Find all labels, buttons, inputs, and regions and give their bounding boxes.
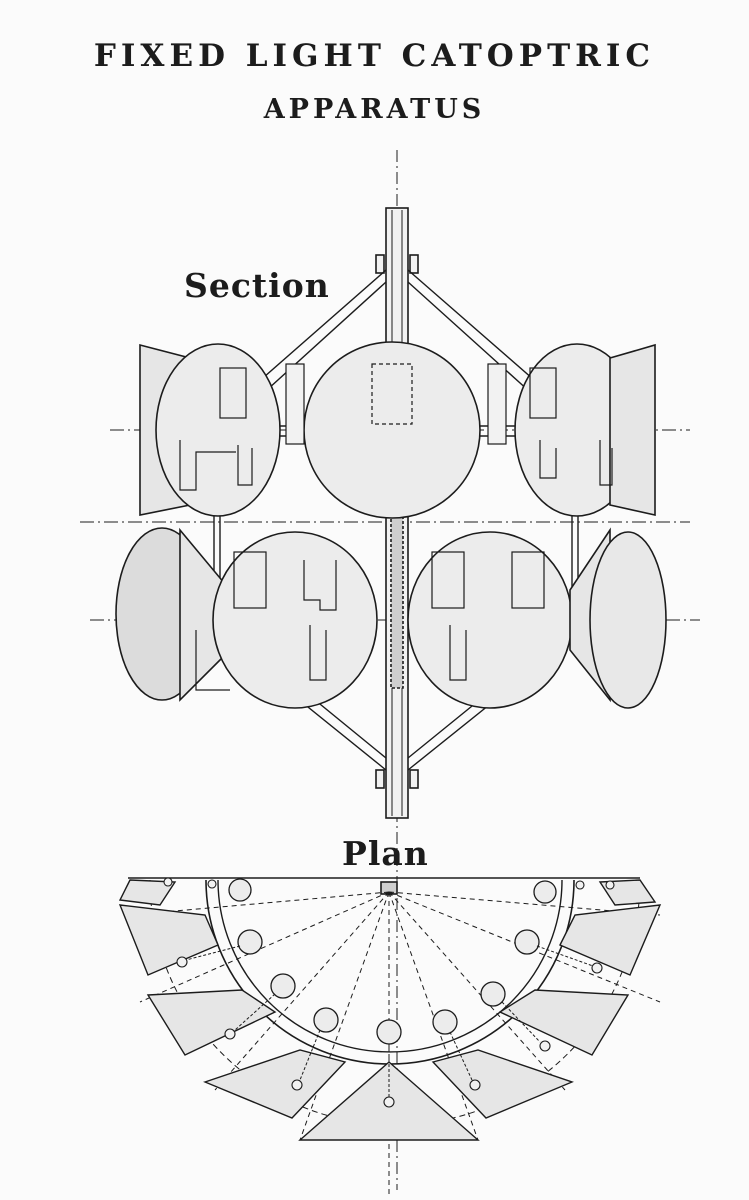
reflector-lower-inner-right <box>407 531 573 709</box>
title-line-2: APPARATUS <box>263 94 486 125</box>
plan-reflector-mid-left <box>146 989 277 1056</box>
reflector-upper-left <box>155 343 281 517</box>
lower-tier-reflectors <box>115 527 667 709</box>
mast-bracket-bottom <box>375 769 385 789</box>
upper-tier-reflectors <box>139 341 656 519</box>
plan-burners <box>163 877 615 1108</box>
lamp-bulb <box>270 973 296 999</box>
lamp-bulb <box>480 981 506 1007</box>
plan-reflector-mid-right <box>498 989 630 1056</box>
title-line-1: FIXED LIGHT CATOPTRIC <box>93 38 656 74</box>
lamp-bulb <box>313 1007 339 1033</box>
lamp-bulb <box>376 1019 402 1045</box>
reflector-lower-inner-left <box>212 531 378 709</box>
plan-reflector-upper-left <box>118 904 219 976</box>
plan-reflector-lower-right <box>431 1049 574 1119</box>
plan-lamps <box>228 878 557 1045</box>
plan-view <box>118 877 662 1195</box>
section-label: Section <box>184 266 330 305</box>
reflector-upper-center <box>303 341 481 519</box>
lamp-bulb <box>237 929 263 955</box>
section-view <box>80 150 700 1190</box>
reflector-horn-upper-right <box>609 343 656 516</box>
plan-reflectors <box>118 879 662 1141</box>
plan-label: Plan <box>342 834 429 873</box>
plan-lamp-arms <box>185 945 594 1097</box>
plan-reflector-lower-left <box>203 1049 347 1119</box>
plan-ring-inner <box>217 879 563 1053</box>
lamp-bulb <box>228 878 252 902</box>
plan-reflector-upper-right <box>559 904 662 976</box>
lamp-bulb <box>432 1009 458 1035</box>
lamp-bulb <box>514 929 540 955</box>
mast-bracket-top <box>375 254 385 274</box>
lamp-bulb <box>533 880 557 904</box>
reflector-horn-lower-right <box>589 531 667 709</box>
